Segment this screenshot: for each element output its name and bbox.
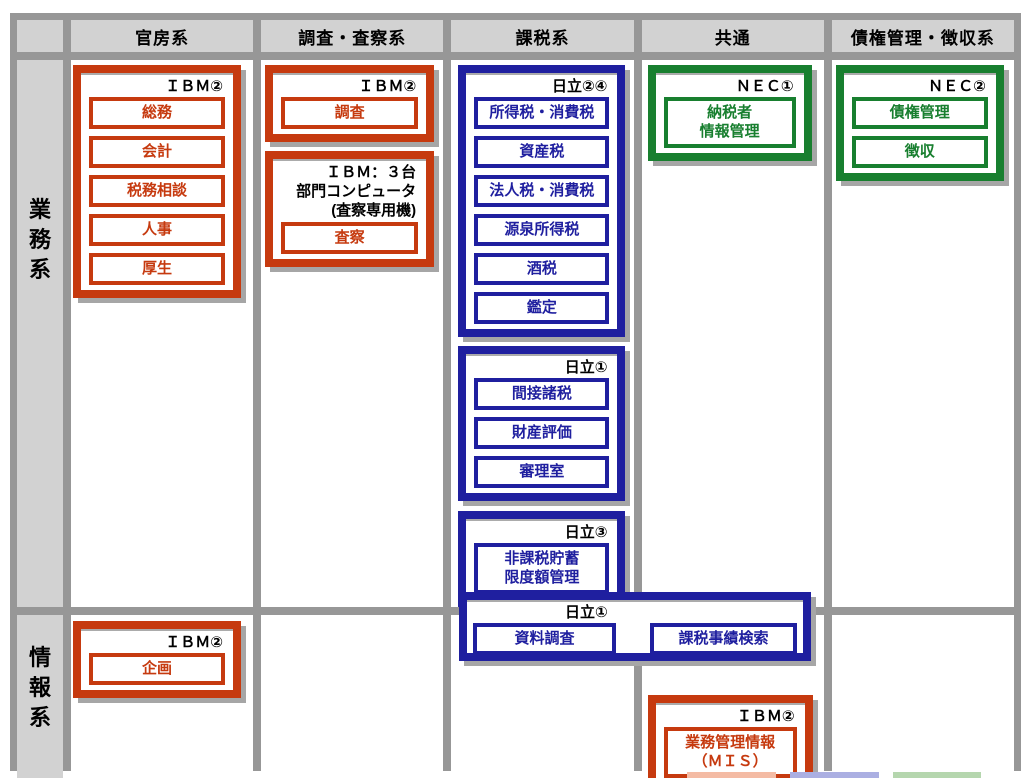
system-item: 課税事績検索	[650, 623, 797, 655]
system-box-body: ＩＢＭ② 調査	[273, 73, 427, 134]
column-header-chosa-sasatsu: 調査・査察系	[261, 20, 444, 52]
system-item: 債権管理	[851, 97, 988, 129]
cell-gyomu-kyotsu: ＮＥＣ① 納税者 情報管理	[641, 60, 824, 607]
row-label-joho: 情報系	[17, 615, 63, 778]
system-item: 会計	[89, 136, 225, 168]
system-item: 納税者 情報管理	[663, 97, 796, 148]
cell-gyomu-kanbo: ＩＢＭ② 総務 会計 税務相談 人事 厚生	[71, 60, 254, 607]
system-item: 企画	[89, 653, 225, 685]
system-box-ibm2-kanbo: ＩＢＭ② 総務 会計 税務相談 人事 厚生	[73, 65, 241, 298]
column-header-kyotsu: 共通	[641, 20, 824, 52]
system-box-body: ＩＢＭ② 総務 会計 税務相談 人事 厚生	[81, 73, 233, 290]
system-box-ibm-dept-computer: ＩＢＭ：３台 部門コンピュータ (査察専用機) 査察	[265, 151, 435, 267]
cell-gyomu-chosa: ＩＢＭ② 調査 ＩＢＭ：３台 部門コンピュータ (査察専用機) 査察	[261, 60, 444, 607]
row-label-gyomu: 業務系	[17, 60, 63, 607]
cell-joho-chosa	[261, 615, 444, 778]
system-box-body: ＮＥＣ② 債権管理 徴収	[843, 73, 996, 173]
column-header-saiken-choshu: 債権管理・徴収系	[831, 20, 1014, 52]
vendor-label: 日立③	[564, 524, 608, 541]
system-item: 資料調査	[473, 623, 616, 655]
system-item-row: 資料調査 課税事績検索	[473, 623, 797, 655]
legend-strip-hitachi	[790, 772, 879, 778]
system-box-body: 日立②④ 所得税・消費税 資産税 法人税・消費税 源泉所得税 酒税 鑑定	[466, 73, 618, 329]
system-item: 資産税	[474, 136, 610, 168]
vendor-label: ＮＥＣ①	[735, 78, 794, 95]
system-matrix-table: 官房系 調査・査察系 課税系 共通 債権管理・徴収系 業務系 ＩＢＭ② 総務 会…	[10, 13, 1021, 778]
vendor-label: ＩＢＭ②	[165, 78, 223, 95]
system-box-body: ＩＢＭ：３台 部門コンピュータ (査察専用機) 査察	[273, 159, 427, 259]
row-label-text: 情報系	[28, 645, 51, 730]
system-box-body: ＮＥＣ① 納税者 情報管理	[655, 73, 804, 153]
system-item: 人事	[89, 214, 225, 246]
system-box-body: 日立③ 非課税貯蓄 限度額管理	[466, 519, 618, 599]
row-label-text: 業務系	[28, 197, 51, 282]
vendor-label: ＩＢＭ②	[165, 634, 223, 651]
system-item: 所得税・消費税	[474, 97, 610, 129]
system-box-nec1: ＮＥＣ① 納税者 情報管理	[647, 65, 812, 161]
vendor-label-line: 部門コンピュータ	[296, 183, 417, 200]
system-box-body: 日立① 間接諸税 財産評価 審理室	[466, 354, 618, 493]
system-item: 源泉所得税	[474, 214, 610, 246]
system-box-body: ＩＢＭ② 業務管理情報 （ＭＩＳ）	[655, 703, 805, 778]
vendor-label: 日立②④	[551, 78, 608, 95]
column-header-kazei: 課税系	[451, 20, 634, 52]
system-box-nec2: ＮＥＣ② 債権管理 徴収	[835, 65, 1004, 181]
system-box-ibm2-mis: ＩＢＭ② 業務管理情報 （ＭＩＳ）	[647, 695, 813, 778]
system-item: 税務相談	[89, 175, 225, 207]
system-item: 徴収	[851, 136, 988, 168]
vendor-label-line: ＩＢＭ：３台	[326, 164, 417, 181]
legend-strip-nec	[893, 772, 981, 778]
system-item: 厚生	[89, 253, 225, 285]
cell-gyomu-saiken: ＮＥＣ② 債権管理 徴収	[831, 60, 1014, 607]
system-item: 財産評価	[474, 417, 610, 449]
vendor-label: 日立①	[564, 359, 608, 376]
vendor-label: 日立①	[565, 604, 608, 621]
vendor-label: ＩＢＭ②	[736, 708, 795, 725]
legend-strip-ibm	[687, 772, 776, 778]
system-item: 非課税貯蓄 限度額管理	[474, 543, 610, 594]
system-item: 鑑定	[474, 292, 610, 324]
corner-cell	[17, 20, 63, 52]
system-item: 業務管理情報 （ＭＩＳ）	[663, 727, 797, 778]
system-box-hitachi24: 日立②④ 所得税・消費税 資産税 法人税・消費税 源泉所得税 酒税 鑑定	[458, 65, 626, 337]
system-box-body: ＩＢＭ② 企画	[81, 629, 233, 690]
column-header-kanbo: 官房系	[71, 20, 254, 52]
cell-joho-kanbo: ＩＢＭ② 企画	[71, 615, 254, 778]
system-box-hitachi1-gyomu: 日立① 間接諸税 財産評価 審理室	[458, 346, 626, 501]
system-item: 酒税	[474, 253, 610, 285]
vendor-label-line: (査察専用機)	[331, 202, 417, 219]
system-box-hitachi1-joho: 日立① 資料調査 課税事績検索	[459, 592, 811, 661]
system-item: 総務	[89, 97, 225, 129]
system-box-body: 日立① 資料調査 課税事績検索	[467, 600, 803, 660]
system-item: 間接諸税	[474, 378, 610, 410]
system-item: 審理室	[474, 456, 610, 488]
vendor-label: ＮＥＣ②	[928, 78, 986, 95]
system-item: 査察	[281, 222, 419, 254]
system-item: 調査	[281, 97, 419, 129]
system-item: 法人税・消費税	[474, 175, 610, 207]
vendor-label: ＩＢＭ②	[358, 78, 417, 95]
cell-gyomu-kazei: 日立②④ 所得税・消費税 資産税 法人税・消費税 源泉所得税 酒税 鑑定 日立①…	[451, 60, 634, 607]
system-box-ibm2-kikaku: ＩＢＭ② 企画	[73, 621, 241, 698]
cell-joho-saiken	[831, 615, 1014, 778]
system-box-ibm2-chosa: ＩＢＭ② 調査	[265, 65, 435, 142]
